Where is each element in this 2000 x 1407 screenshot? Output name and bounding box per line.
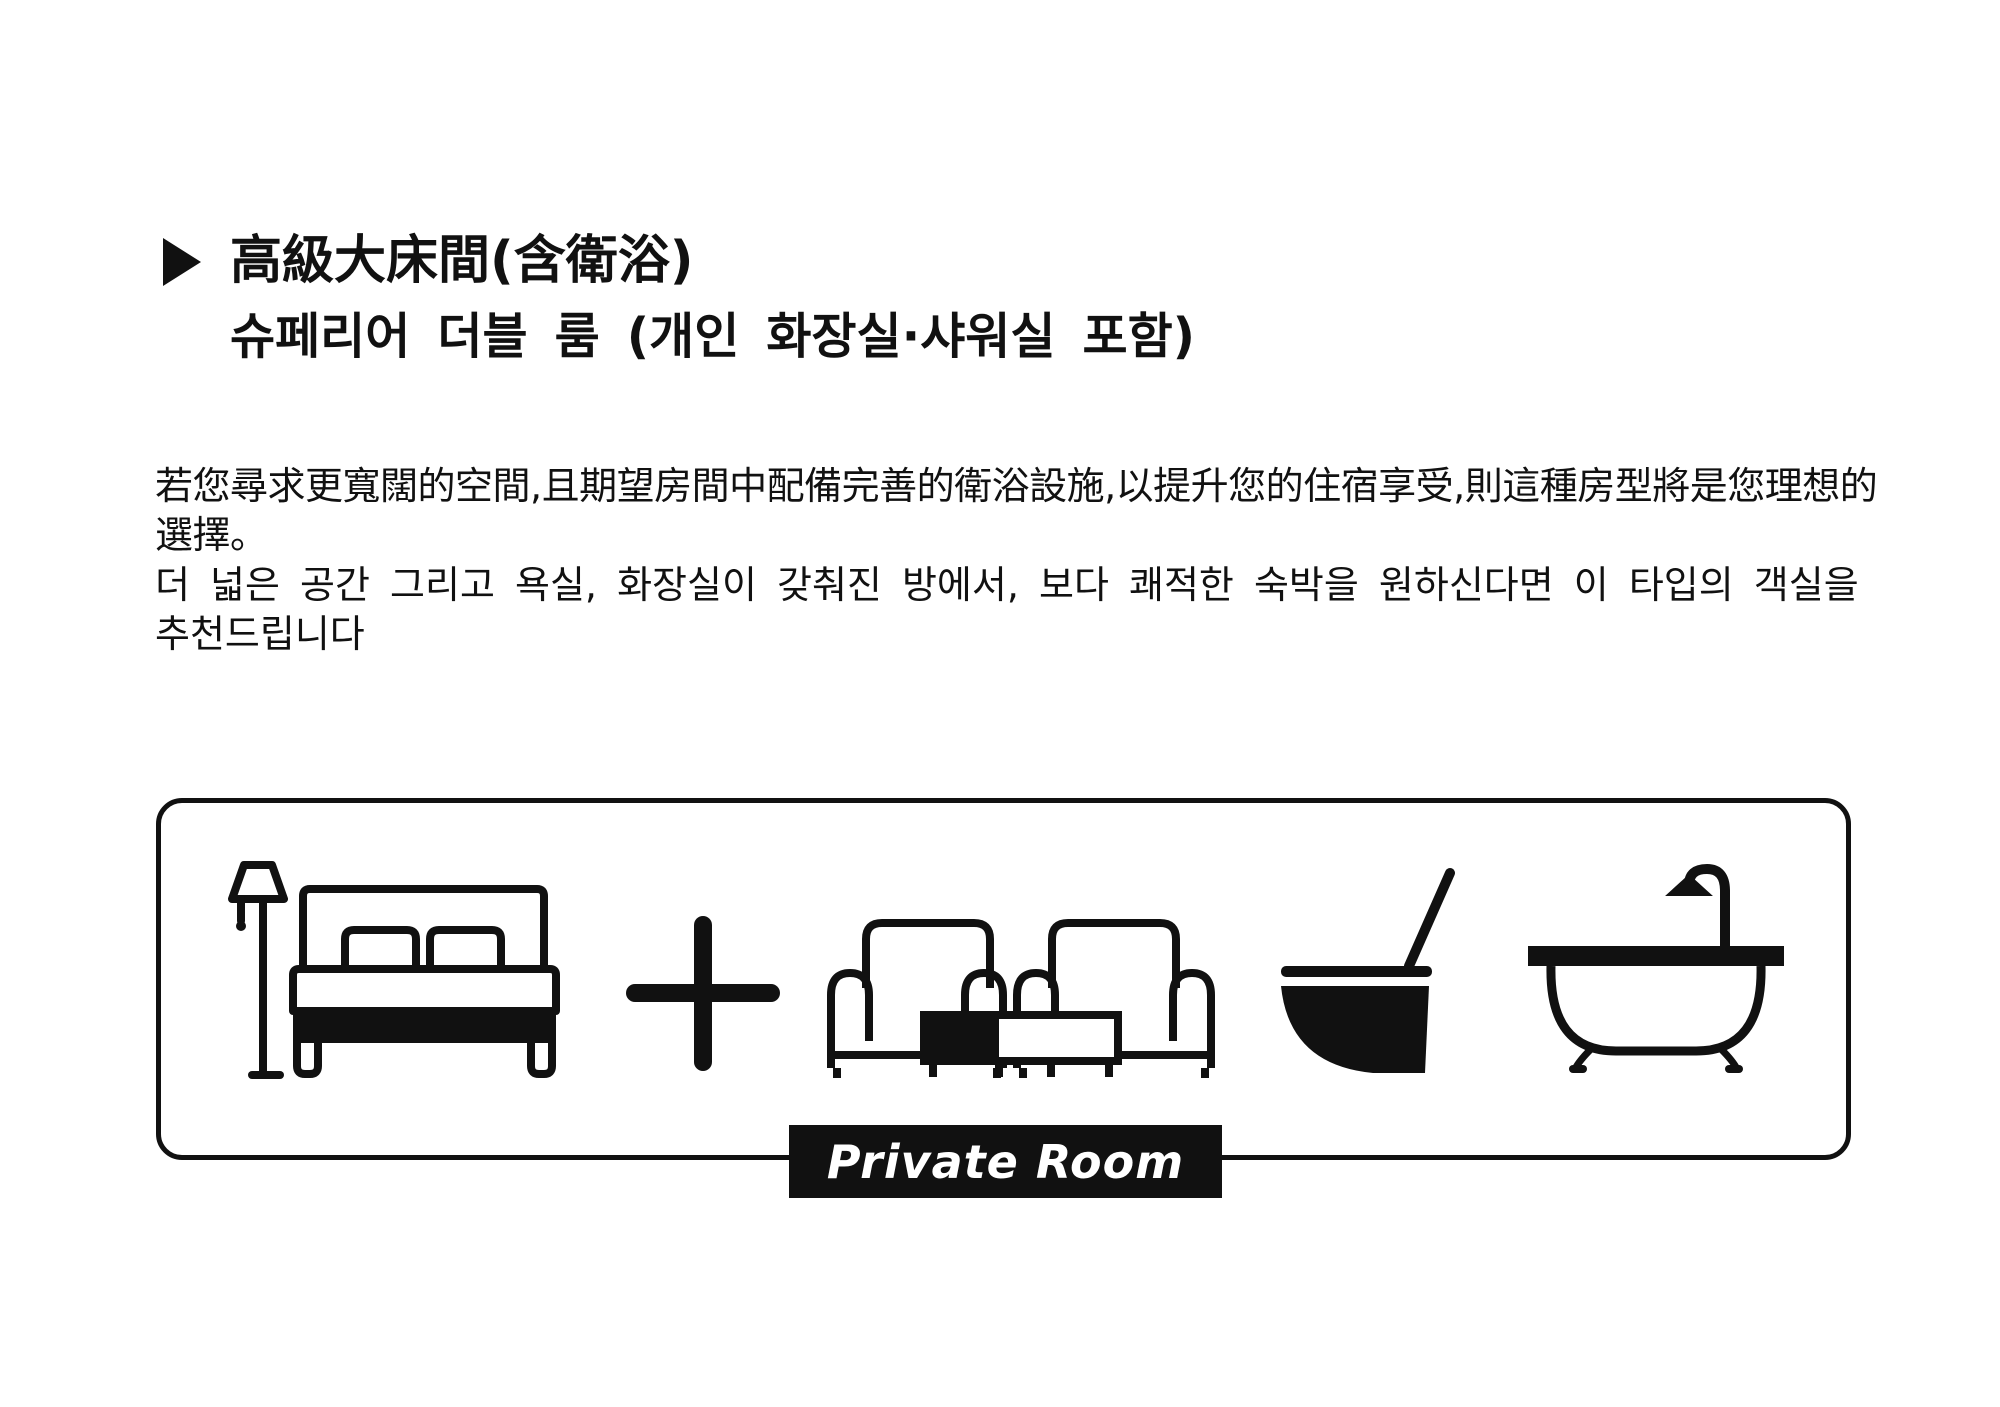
private-room-label: Private Room	[789, 1125, 1222, 1198]
bed-icon	[289, 885, 560, 1078]
amenities-panel	[156, 798, 1851, 1160]
lamp-icon	[228, 861, 288, 1079]
table-icon	[920, 1011, 1122, 1077]
triangle-bullet-icon	[163, 238, 201, 286]
plus-icon	[626, 916, 780, 1071]
room-description: 若您尋求更寬闊的空間,且期望房間中配備完善的衛浴設施,以提升您的住宿享受,則這種…	[155, 462, 1895, 659]
shower-icon	[1665, 863, 1730, 953]
toilet-icon	[1281, 868, 1455, 1073]
room-title-chinese: 高級大床間(含衛浴)	[230, 231, 694, 291]
amenities-icons	[228, 861, 1784, 1079]
description-chinese: 若您尋求更寬闊的空間,且期望房間中配備完善的衛浴設施,以提升您的住宿享受,則這種…	[155, 464, 1878, 557]
room-title-korean: 슈페리어 더블 룸 (개인 화장실·샤워실 포함)	[230, 308, 1196, 365]
description-korean: 더 넓은 공간 그리고 욕실, 화장실이 갖춰진 방에서, 보다 쾌적한 숙박을…	[155, 563, 1859, 656]
bathtub-icon	[1528, 946, 1784, 1073]
